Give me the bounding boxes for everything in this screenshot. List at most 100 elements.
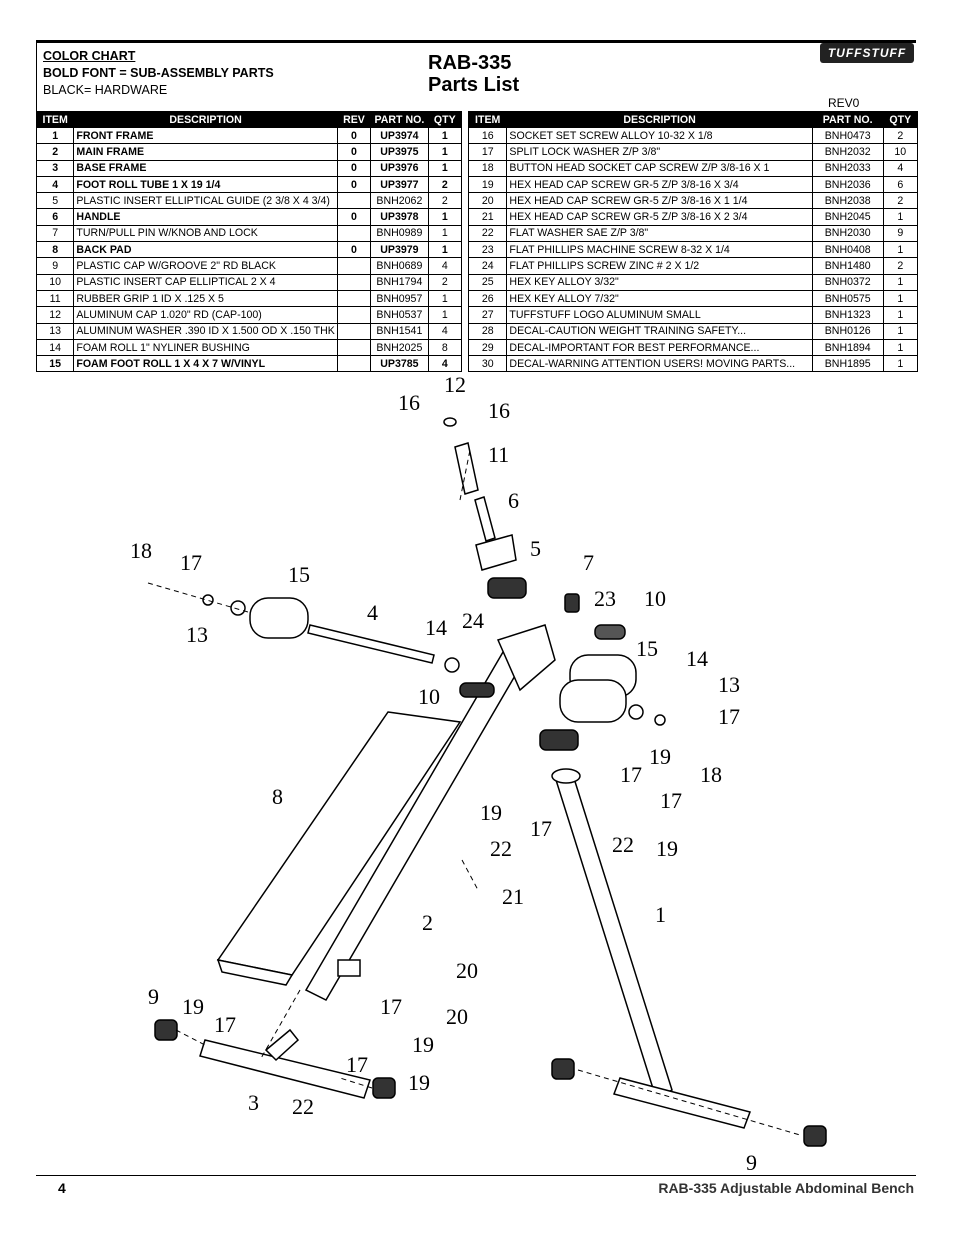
- cell-part-no: BNH1541: [370, 322, 429, 340]
- cell-item: 9: [35, 257, 75, 275]
- cell-item: 30: [467, 355, 508, 373]
- cell-part-no: BNH0537: [370, 306, 429, 324]
- cell-description: TUFFSTUFF LOGO ALUMINUM SMALL: [506, 306, 813, 324]
- footer-rule: [36, 1175, 916, 1176]
- cell-description: BASE FRAME: [73, 159, 338, 177]
- cell-part-no: BNH2036: [811, 175, 884, 194]
- foam-roll-bushing: [628, 704, 644, 720]
- cell-description: BACK PAD: [73, 241, 338, 259]
- callout: 3: [248, 1090, 259, 1115]
- cell-item: 17: [467, 143, 508, 161]
- foam-foot-roll: [559, 679, 627, 723]
- cell-qty: 1: [882, 338, 919, 357]
- cell-qty: 1: [427, 143, 463, 161]
- cell-item: 19: [467, 175, 508, 194]
- cell-part-no: BNH2025: [370, 338, 429, 357]
- cell-item: 23: [467, 241, 508, 259]
- cell-rev: 0: [336, 208, 372, 226]
- cell-part-no: BNH1323: [811, 306, 884, 324]
- cell-item: 21: [467, 208, 508, 226]
- cell-item: 16: [467, 126, 508, 145]
- cell-qty: 4: [427, 355, 463, 373]
- base-frame-bracket: [264, 1028, 300, 1062]
- cell-qty: 2: [427, 192, 463, 210]
- callout: 12: [444, 372, 466, 397]
- cell-item: 10: [35, 273, 75, 291]
- cell-part-no: BNH0957: [370, 289, 429, 308]
- cell-part-no: BNH1895: [811, 355, 884, 373]
- cell-part-no: BNH2033: [811, 159, 884, 177]
- callout: 23: [594, 586, 616, 611]
- cell-part-no: BNH1480: [811, 257, 884, 275]
- callout: 17: [660, 788, 682, 813]
- cell-part-no: BNH0126: [811, 322, 884, 340]
- cell-part-no: BNH2038: [811, 192, 884, 210]
- cell-description: PLASTIC CAP W/GROOVE 2" RD BLACK: [73, 257, 338, 275]
- callout: 19: [480, 800, 502, 825]
- cell-description: HEX KEY ALLOY 7/32": [506, 289, 813, 308]
- cell-part-no: BNH2032: [811, 143, 884, 161]
- cell-qty: 1: [427, 306, 463, 324]
- callout: 16: [398, 390, 420, 415]
- end-cap-9: [372, 1077, 396, 1099]
- cell-item: 24: [467, 257, 508, 275]
- callout: 24: [462, 608, 484, 633]
- callout: 9: [746, 1150, 757, 1170]
- pull-pin: [564, 593, 580, 613]
- cell-part-no: BNH1794: [370, 273, 429, 291]
- tuffstuff-logo: TUFFSTUFF: [820, 43, 914, 63]
- cell-qty: 1: [882, 355, 919, 373]
- cell-qty: 2: [882, 126, 919, 145]
- cell-qty: 8: [427, 338, 463, 357]
- footer-title: RAB-335 Adjustable Abdominal Bench: [658, 1180, 914, 1196]
- callout: 22: [490, 836, 512, 861]
- col-item: ITEM: [35, 111, 75, 128]
- cell-part-no: UP3978: [370, 208, 429, 226]
- cell-item: 4: [35, 175, 75, 194]
- cell-rev: [336, 322, 372, 340]
- cell-qty: 4: [427, 322, 463, 340]
- col-qty: QTY: [427, 111, 463, 128]
- cell-description: BUTTON HEAD SOCKET CAP SCREW Z/P 3/8-16 …: [506, 159, 813, 177]
- cell-rev: 0: [336, 241, 372, 259]
- cell-rev: 0: [336, 143, 372, 161]
- callout: 9: [148, 984, 159, 1009]
- col-description: DESCRIPTION: [73, 111, 338, 128]
- cell-description: TURN/PULL PIN W/KNOB AND LOCK: [73, 224, 338, 243]
- color-chart-heading: COLOR CHART: [43, 49, 136, 63]
- front-frame-tube: [555, 770, 673, 1100]
- insert-cap: [459, 682, 495, 698]
- callout: 17: [620, 762, 642, 787]
- callout: 4: [367, 600, 378, 625]
- col-rev: REV: [336, 111, 372, 128]
- cell-part-no: BNH2062: [370, 192, 429, 210]
- cell-qty: 9: [882, 224, 919, 243]
- elliptical-guide-insert: [487, 577, 527, 599]
- frame-bracket: [337, 959, 361, 977]
- cell-part-no: UP3975: [370, 143, 429, 161]
- cell-description: HEX HEAD CAP SCREW GR-5 Z/P 3/8-16 X 2 3…: [506, 208, 813, 226]
- callout: 17: [214, 1012, 236, 1037]
- callout: 19: [408, 1070, 430, 1095]
- cell-description: DECAL-CAUTION WEIGHT TRAINING SAFETY...: [506, 322, 813, 340]
- end-cap-9: [803, 1125, 827, 1147]
- cell-description: FOAM FOOT ROLL 1 X 4 X 7 W/VINYL: [73, 355, 338, 373]
- black-hardware-note: BLACK= HARDWARE: [43, 83, 168, 97]
- col-item: ITEM: [467, 111, 508, 128]
- table-header-row: ITEM DESCRIPTION REV PART NO. QTY: [35, 111, 463, 128]
- callout: 15: [636, 636, 658, 661]
- base-frame-tube: [199, 1039, 371, 1099]
- cell-qty: 1: [427, 241, 463, 259]
- cell-rev: 0: [336, 159, 372, 177]
- cell-qty: 2: [427, 273, 463, 291]
